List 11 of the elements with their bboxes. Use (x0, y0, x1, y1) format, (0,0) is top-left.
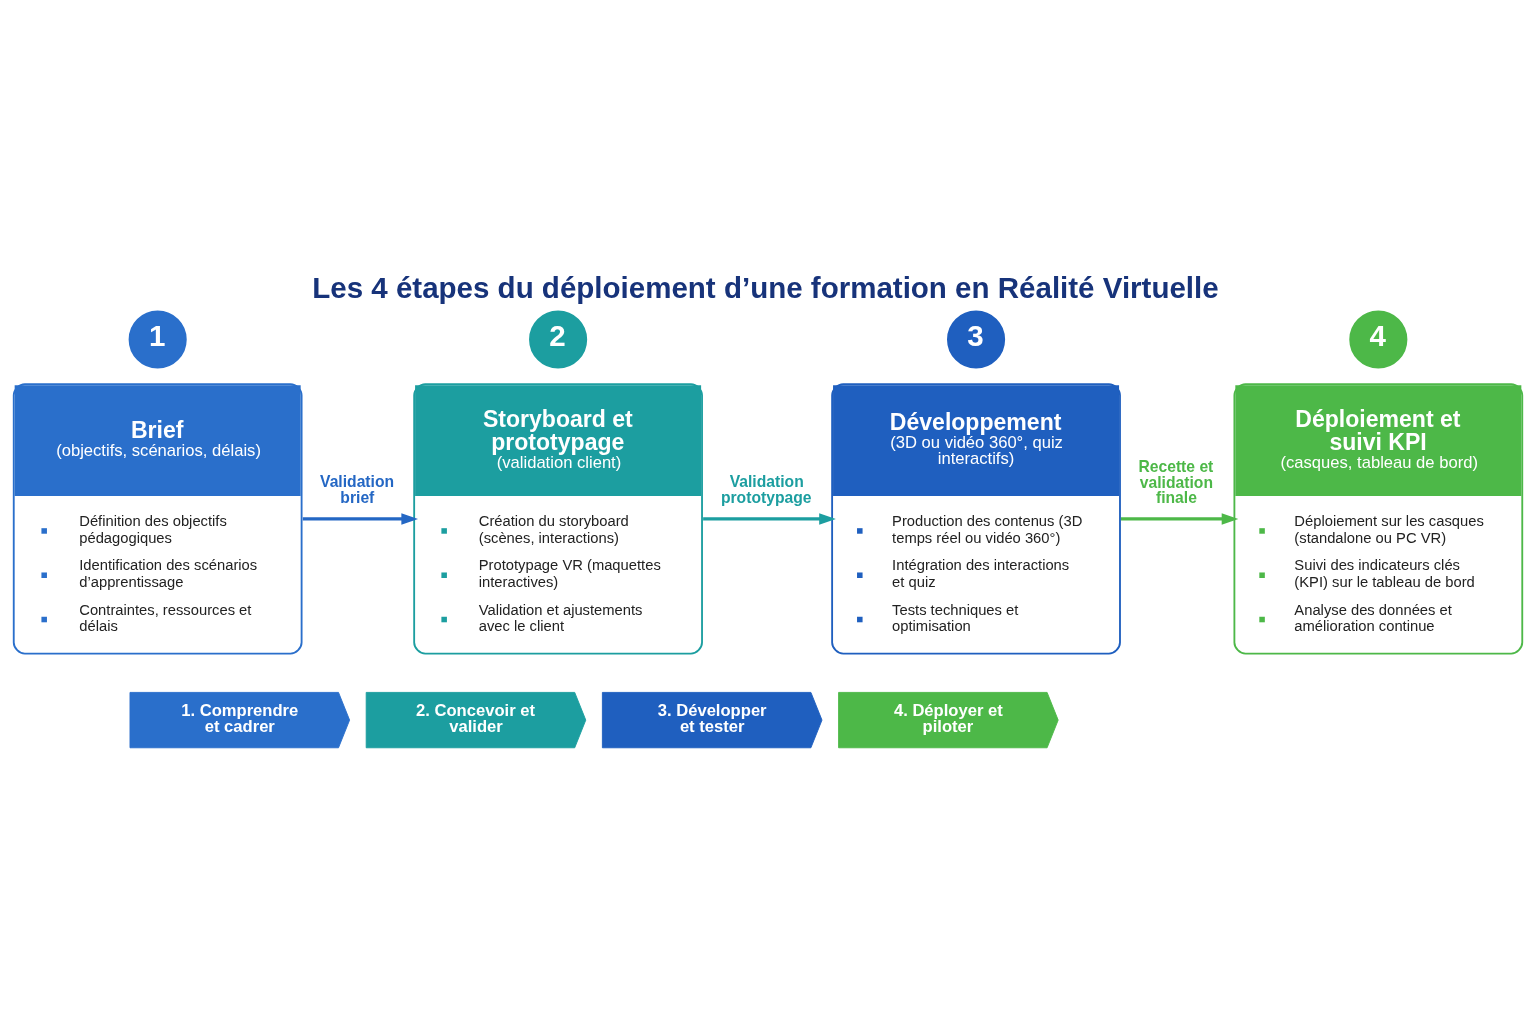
edge-label: Validation brief (320, 472, 395, 506)
node-circle: 2 (529, 309, 588, 369)
node-circle: 1 (128, 309, 187, 369)
arrow (302, 512, 418, 525)
arrow (1121, 512, 1239, 525)
node-circle: 3 (947, 309, 1006, 369)
node-circle: 4 (1349, 309, 1408, 369)
edge-label: Validation prototypage (720, 472, 812, 506)
arrow (703, 512, 836, 525)
edge-label: Recette et validation finale (1138, 457, 1214, 506)
diagram-title: Les 4 étapes du déploiement d’une formation en Réalité Virtuelle (312, 270, 1219, 304)
